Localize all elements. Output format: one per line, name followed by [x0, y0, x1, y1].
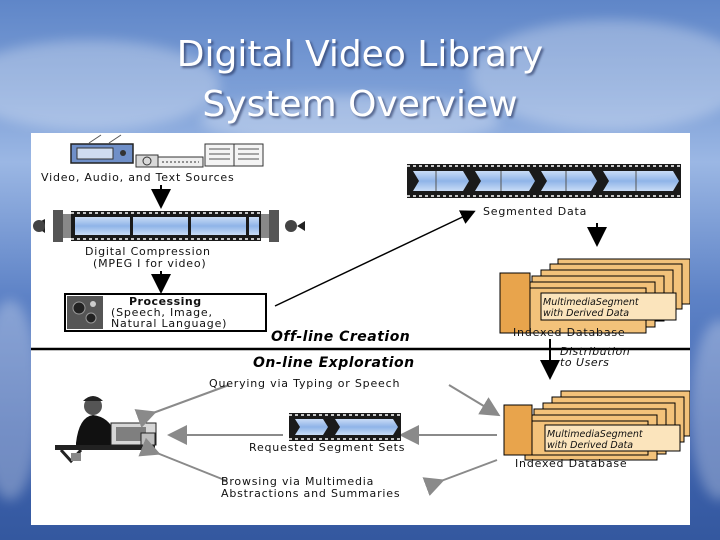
tv-icon [70, 134, 134, 164]
arrow-query-left [134, 384, 230, 428]
film-strip-icon [33, 210, 305, 242]
indexed-database-label-top: Indexed Database [513, 326, 625, 339]
arrow-processing-to-segmented [274, 210, 476, 307]
text-documents-icon [204, 143, 264, 167]
browsing-label-line1: Browsing via Multimedia [221, 475, 374, 488]
audio-equipment-icon [135, 154, 204, 168]
segmented-data-film [407, 164, 681, 198]
overview-diagram: Video, Audio, and Text Sources Digital C… [31, 133, 690, 525]
offline-creation-label: Off-line Creation [271, 329, 410, 345]
distribution-label-line1: Distribution [560, 345, 630, 358]
online-exploration-label: On-line Exploration [253, 355, 415, 371]
compression-label-line1: Digital Compression [85, 245, 211, 258]
indexed-database-label-bottom: Indexed Database [515, 457, 627, 470]
slide-title: Digital Video Library System Overview [0, 30, 720, 130]
processing-title: Processing [129, 295, 202, 308]
arrow-browse-right [422, 459, 498, 496]
user-at-computer-icon [55, 396, 157, 464]
compression-label-line2: (MPEG I for video) [93, 257, 207, 270]
processing-line1: (Speech, Image, [111, 306, 213, 319]
indexed-database-top [499, 258, 690, 334]
title-line-2: System Overview [202, 84, 518, 125]
querying-label: Querying via Typing or Speech [209, 377, 400, 390]
distribution-label-line2: to Users [560, 356, 609, 369]
processing-line2: Natural Language) [111, 317, 227, 330]
arrow-query-right [448, 384, 501, 417]
browsing-label-line2: Abstractions and Summaries [221, 487, 400, 500]
indexed-database-bottom [503, 390, 690, 461]
sources-label: Video, Audio, and Text Sources [41, 171, 235, 184]
processing-box [64, 293, 267, 332]
title-line-1: Digital Video Library [176, 34, 544, 75]
arrow-browse-left [138, 437, 228, 482]
segment-label-bottom-2: with Derived Data [547, 440, 633, 451]
segment-label-bottom-1: MultimediaSegment [547, 429, 644, 440]
segment-label-top-1: MultimediaSegment [543, 297, 640, 308]
segment-label-top-2: with Derived Data [543, 308, 629, 319]
requested-segments-film [289, 413, 401, 441]
requested-segment-sets-label: Requested Segment Sets [249, 441, 405, 454]
segmented-data-label: Segmented Data [483, 205, 587, 218]
